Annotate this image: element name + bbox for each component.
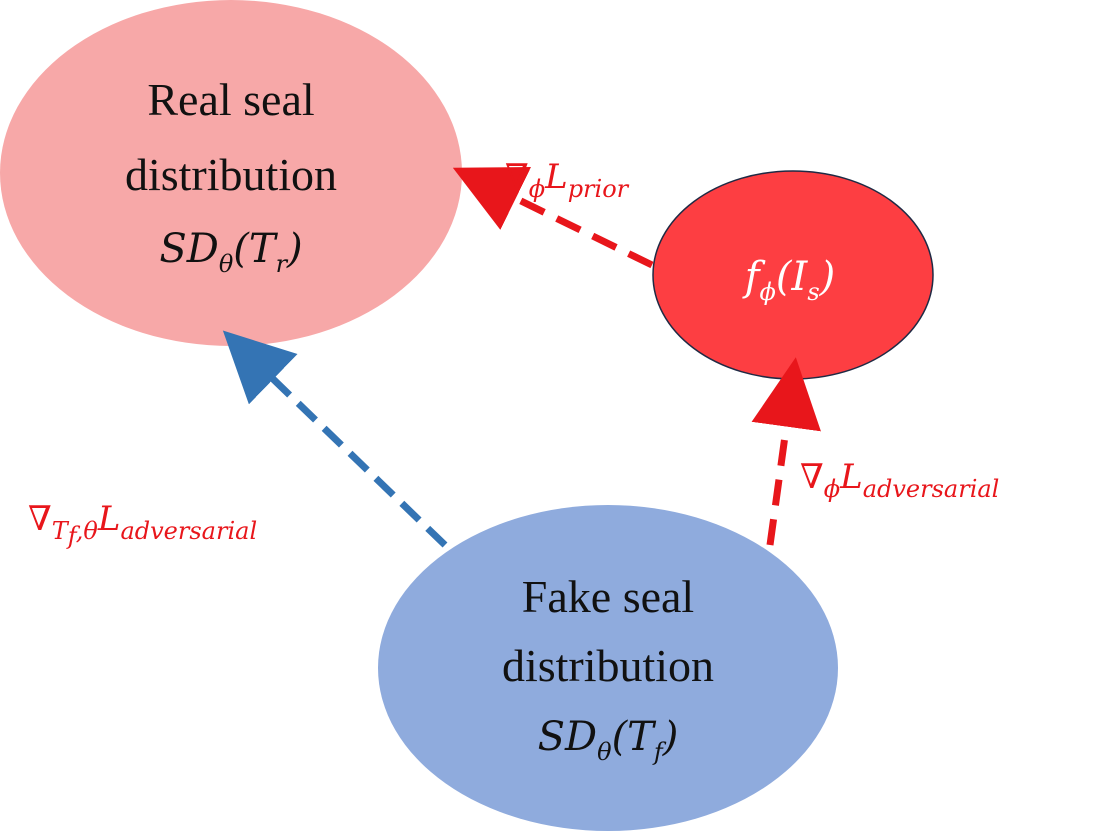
adversarial-f-arrow [751,357,821,546]
f-phi-formula: fϕ(Is) [742,254,836,306]
real-seal-formula: SDθ(Tr) [159,226,302,278]
fake-seal-formula: SDθ(Tf) [538,714,679,766]
real-seal-node: Real seal distribution SDθ(Tr) [0,0,462,346]
fake-seal-line1: Fake seal [522,571,694,622]
adversarial-real-arrow [222,330,448,548]
adversarial-f-label: ∇ϕLadversarial [800,457,999,503]
real-seal-line1: Real seal [147,74,314,125]
adversarial-real-label: ∇Tf,θLadversarial [28,499,257,550]
prior-arrow [452,166,654,269]
f-phi-node: fϕ(Is) [652,170,934,380]
real-seal-ellipse [0,0,462,346]
fake-seal-node: Fake seal distribution SDθ(Tf) [378,505,838,831]
fake-seal-line2: distribution [502,640,714,691]
prior-label: ∇ϕLprior [505,157,630,203]
fake-seal-ellipse [378,505,838,831]
real-seal-line2: distribution [125,149,337,200]
